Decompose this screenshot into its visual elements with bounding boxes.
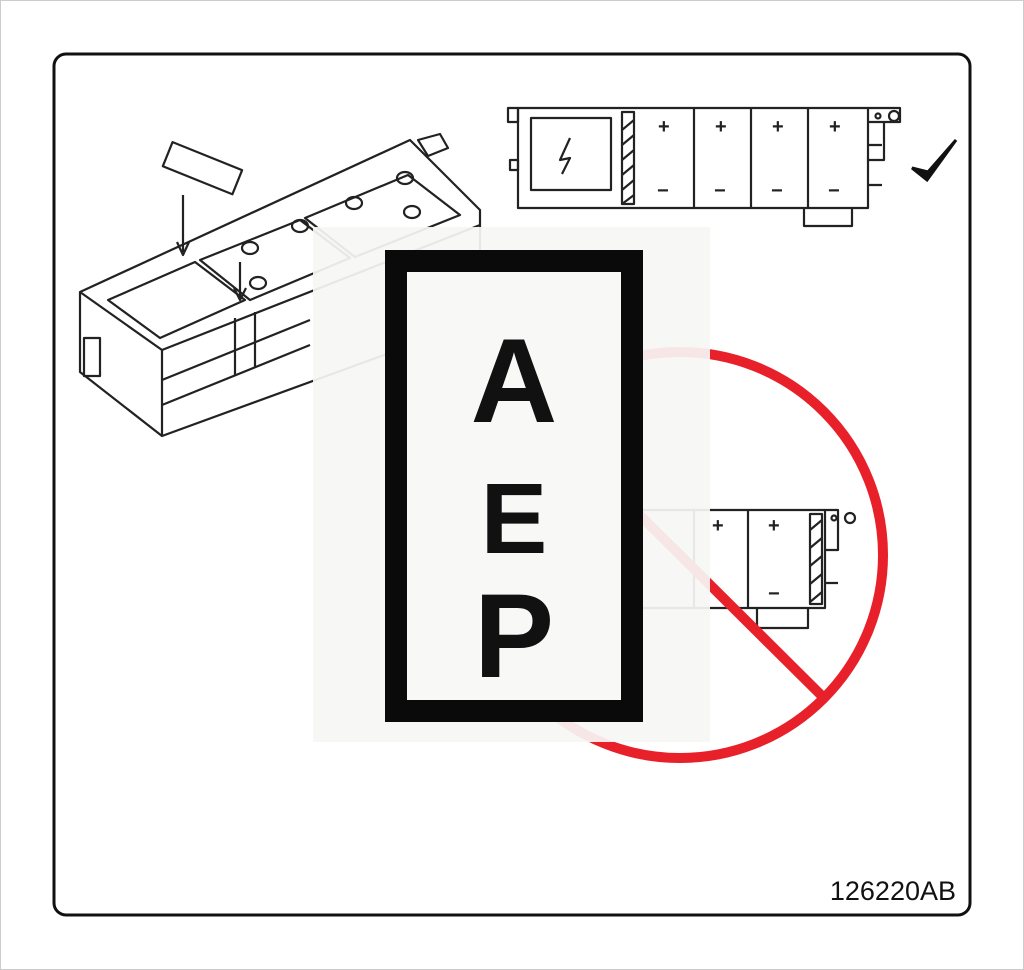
aep-label: A E P (385, 250, 643, 722)
positive-terminal: + (715, 116, 727, 138)
correct-orientation-diagram: + + + + − − − − (506, 106, 958, 228)
part-number: 126220AB (829, 876, 956, 906)
positive-terminal: + (768, 515, 780, 537)
positive-terminal: + (772, 116, 784, 138)
lightning-icon (558, 137, 572, 175)
checkmark-icon (911, 139, 958, 183)
negative-terminal: − (771, 180, 783, 202)
label-border (52, 52, 972, 917)
label-letter-p: P (473, 569, 555, 703)
positive-terminal: + (712, 515, 724, 537)
negative-terminal: − (714, 180, 726, 202)
label-letter-e: E (480, 463, 548, 575)
positive-terminal: + (829, 116, 841, 138)
spacer-block (161, 140, 244, 196)
negative-terminal: − (657, 180, 669, 202)
positive-terminal: + (658, 116, 670, 138)
negative-terminal: − (768, 583, 780, 605)
electrical-panel (529, 116, 613, 192)
negative-terminal: − (828, 180, 840, 202)
hatched-insulator (620, 110, 636, 206)
battery-cells-top: + + + + − − − − (657, 116, 841, 202)
label-letter-a: A (470, 314, 558, 448)
